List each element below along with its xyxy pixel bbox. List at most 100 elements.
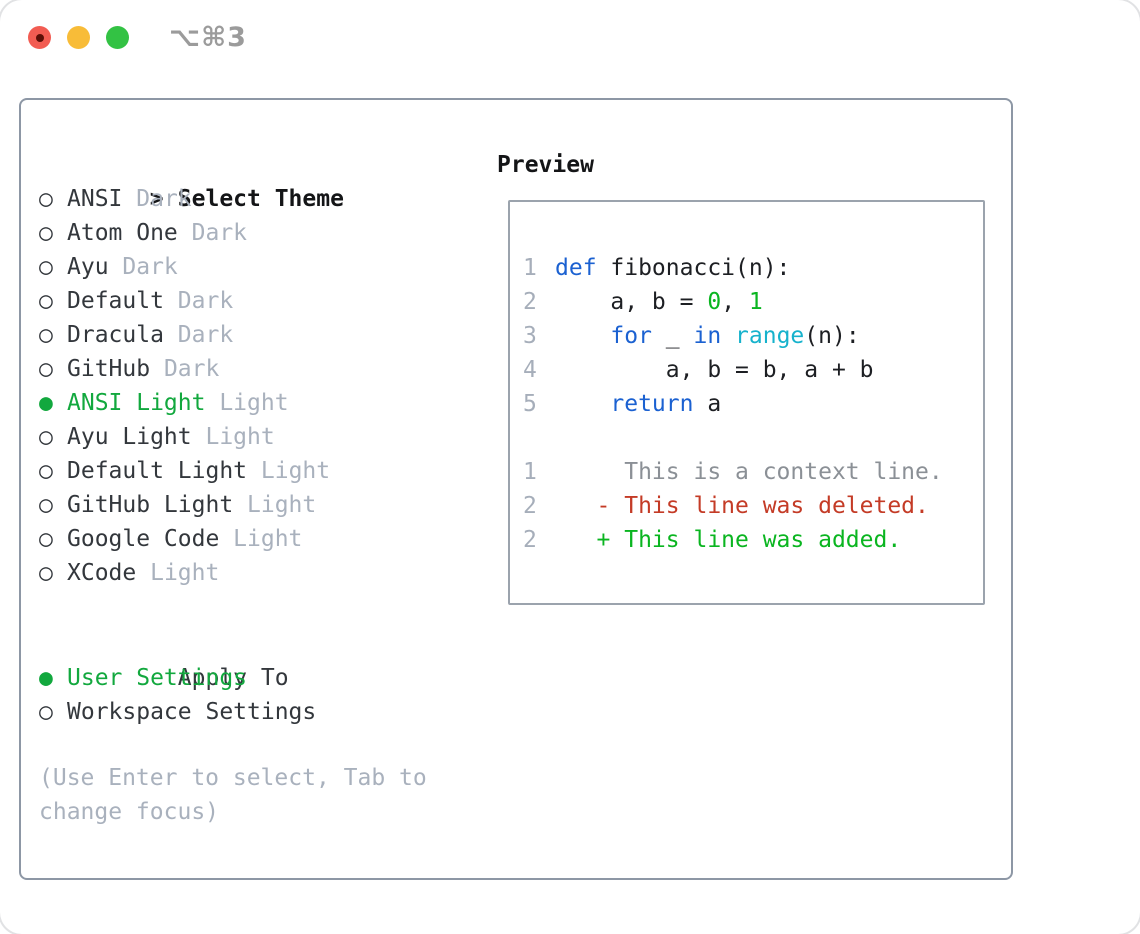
- theme-option-github-light[interactable]: ○GitHub Light Light: [39, 488, 344, 522]
- theme-name: Ayu Light: [67, 424, 206, 450]
- code-token: a: [693, 391, 722, 417]
- select-theme-header: > Select Theme: [39, 148, 344, 212]
- preview-line: 2 a, b = 0, 1: [523, 285, 943, 319]
- theme-option-atom-one[interactable]: ○ Atom One Dark: [39, 216, 344, 250]
- code-token: def: [555, 255, 597, 281]
- theme-option-xcode[interactable]: ○ XCode Light: [39, 556, 344, 590]
- code-token: range: [735, 323, 805, 349]
- theme-name: Default: [67, 288, 178, 314]
- code-token: This is a context line.: [555, 459, 943, 485]
- radio-icon: ○: [39, 699, 53, 725]
- code-token: fibonacci(n):: [596, 255, 791, 281]
- preview-line: 2 + This line was added.: [523, 523, 943, 557]
- code-token: for: [610, 323, 652, 349]
- line-number: [523, 421, 555, 455]
- radio-icon: ○: [39, 288, 53, 314]
- select-theme-title: Select Theme: [177, 186, 344, 212]
- help-text: (Use Enter to select, Tab to change focu…: [39, 765, 427, 825]
- radio-icon: ○: [39, 492, 53, 518]
- theme-option-default-light[interactable]: ○Default Light Light: [39, 454, 344, 488]
- preview-line: 3 for _ in range(n):: [523, 319, 943, 353]
- line-number: 4: [523, 357, 537, 383]
- radio-selected-icon: ●: [39, 390, 53, 416]
- code-token: a, b =: [555, 289, 708, 315]
- code-token: [721, 319, 735, 353]
- theme-name: Dracula: [67, 322, 178, 348]
- preview-line: 5 return a: [523, 387, 943, 421]
- preview-line: 1 def fibonacci(n):: [523, 251, 943, 285]
- code-token: ,: [721, 289, 749, 315]
- theme-name: GitHub: [67, 356, 164, 382]
- apply-option-workspace-settings[interactable]: ○ Workspace Settings: [39, 695, 316, 729]
- theme-name: XCode: [67, 560, 151, 586]
- code-token: - This line was deleted.: [555, 493, 929, 519]
- code-token: _: [651, 323, 694, 349]
- theme-option-google-code[interactable]: ○ Google Code Light: [39, 522, 344, 556]
- theme-variant: Light: [219, 390, 289, 416]
- theme-option-dracula[interactable]: ○ Dracula Dark: [39, 318, 344, 352]
- maximize-button[interactable]: [106, 26, 129, 49]
- theme-variant: Light: [205, 424, 275, 450]
- theme-variant: Dark: [122, 254, 178, 280]
- code-token: + This line was added.: [555, 527, 902, 553]
- caret-icon: >: [149, 186, 164, 212]
- apply-to-title: Apply To: [177, 665, 289, 691]
- theme-name: Atom One: [67, 220, 192, 246]
- line-number: 5: [523, 391, 537, 417]
- theme-name: Google Code: [67, 526, 234, 552]
- line-number: 2: [523, 289, 537, 315]
- theme-variant: Light: [150, 560, 220, 586]
- theme-variant: Dark: [177, 288, 234, 314]
- radio-icon: ○: [39, 254, 53, 280]
- line-number: 2: [523, 527, 537, 553]
- theme-name: ANSI: [67, 186, 137, 212]
- code-token: 0: [707, 289, 722, 315]
- window-shortcut-label: ⌥⌘3: [169, 22, 247, 53]
- code-token: a, b = b, a + b: [555, 357, 874, 383]
- code-token: [555, 319, 610, 353]
- theme-option-ansi-light[interactable]: ● ANSI Light Light: [39, 386, 344, 420]
- line-number: 3: [523, 323, 537, 349]
- theme-name: ANSI Light: [67, 390, 220, 416]
- theme-option-ansi[interactable]: ○ANSI Dark: [39, 182, 344, 216]
- radio-icon: ○: [39, 560, 53, 586]
- theme-list: > Select Theme ○ ANSI Dark ○ Atom One Dark ○ A…: [39, 148, 344, 590]
- theme-picker-dialog: >Select Theme ○ANSI Dark○Atom One Dark○A…: [19, 98, 1013, 880]
- preview-header: Preview: [497, 152, 594, 178]
- theme-name: GitHub Light: [67, 492, 248, 518]
- code-token: (n):: [804, 323, 860, 349]
- apply-to-section: Apply To ●User Settings ○ Workspace Settin…: [39, 627, 316, 729]
- theme-name: Default Light: [67, 458, 261, 484]
- line-number: 1: [523, 459, 537, 485]
- radio-icon: ○: [39, 356, 53, 382]
- theme-variant: Light: [233, 526, 303, 552]
- theme-option-default[interactable]: ○ Default Dark: [39, 284, 344, 318]
- theme-name: Ayu: [67, 254, 123, 280]
- minimize-button[interactable]: [67, 26, 90, 49]
- code-token: 1: [748, 289, 763, 315]
- theme-variant: Dark: [191, 220, 248, 246]
- apply-option-user-settings[interactable]: ●User Settings: [39, 661, 316, 695]
- radio-icon: ○: [39, 526, 53, 552]
- radio-selected-icon: ●: [39, 665, 53, 691]
- apply-option-label: Workspace Settings: [67, 699, 317, 725]
- preview-line: 2 - This line was deleted.: [523, 489, 943, 523]
- line-number: 1: [523, 255, 537, 281]
- theme-option-ayu-light[interactable]: ○ Ayu Light Light: [39, 420, 344, 454]
- theme-option-github[interactable]: ○ GitHub Dark: [39, 352, 344, 386]
- line-number: 2: [523, 493, 537, 519]
- close-button[interactable]: [28, 26, 51, 49]
- radio-icon: ○: [39, 186, 53, 212]
- radio-icon: ○: [39, 458, 53, 484]
- radio-icon: ○: [39, 424, 53, 450]
- close-dot-icon: [35, 33, 44, 42]
- theme-variant: Dark: [177, 322, 234, 348]
- preview-line: 1 This is a context line.: [523, 455, 943, 489]
- theme-option-ayu[interactable]: ○ Ayu Dark: [39, 250, 344, 284]
- preview-line: [523, 421, 943, 455]
- code-token: return: [610, 391, 694, 417]
- radio-icon: ○: [39, 220, 53, 246]
- radio-icon: ○: [39, 322, 53, 348]
- theme-variant: Dark: [163, 356, 220, 382]
